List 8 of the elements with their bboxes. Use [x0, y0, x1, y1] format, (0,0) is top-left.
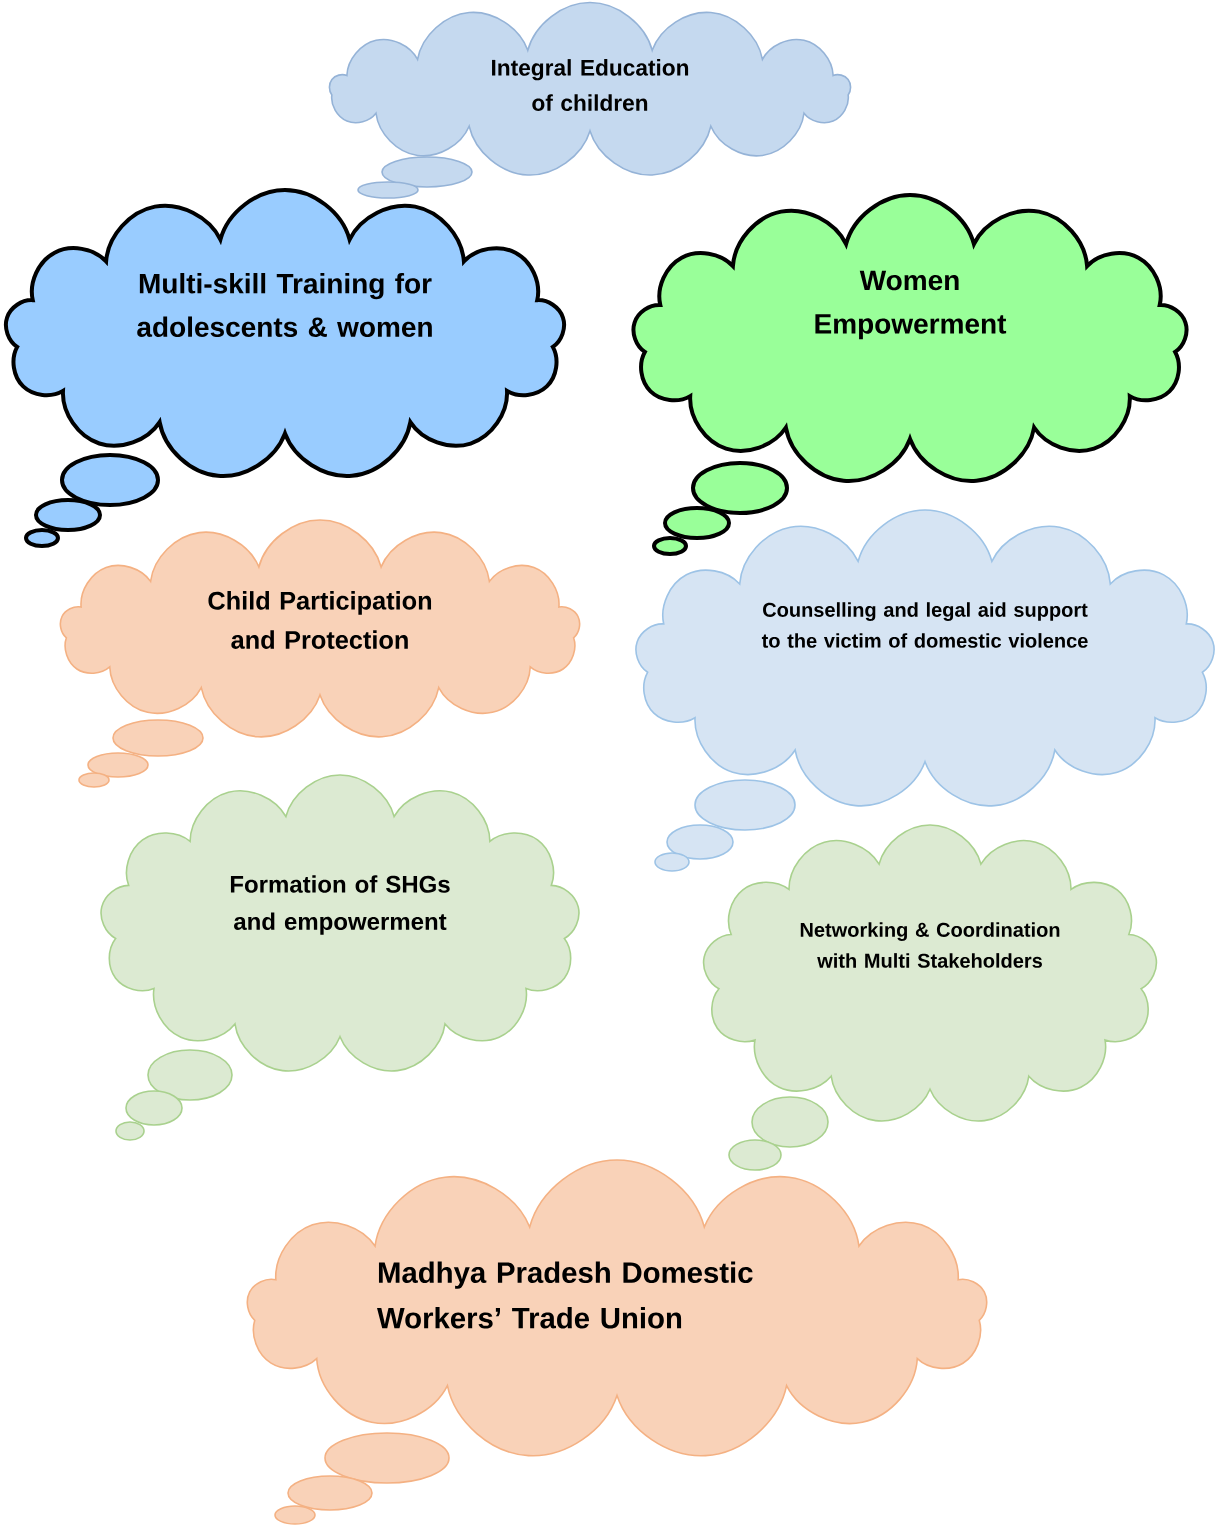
thought-cloud: Networking & Coordination with Multi Stakeholders	[702, 824, 1158, 1171]
thought-cloud: Child Participation and Protection	[59, 519, 581, 788]
thought-cloud: Formation of SHGs and empowerment	[100, 774, 580, 1141]
thought-cloud: Multi-skill Training for adolescents & women	[3, 188, 567, 548]
thought-cloud: Madhya Pradesh Domestic Workers’ Trade Union	[246, 1159, 988, 1525]
thought-cloud: Integral Education of children	[328, 1, 852, 199]
thought-cloud: Counselling and legal aid support to the victim of domestic violence	[635, 509, 1215, 872]
thought-cloud: Women Empowerment	[631, 193, 1189, 556]
